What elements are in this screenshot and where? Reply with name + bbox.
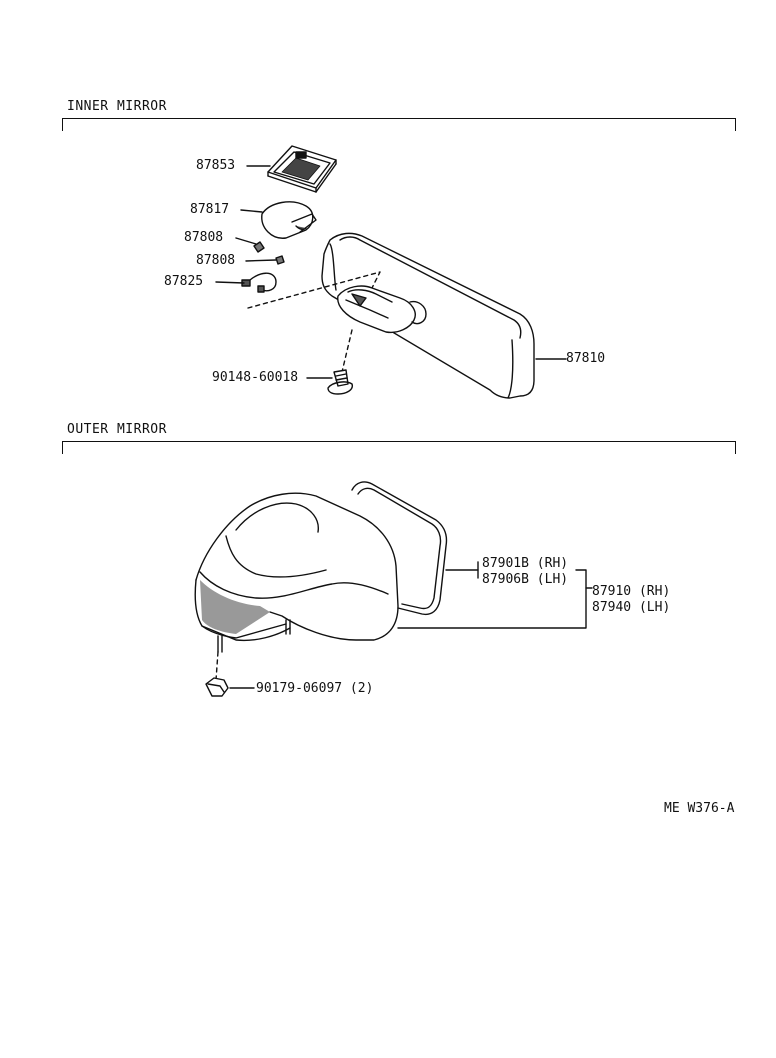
label-87817: 87817 — [190, 202, 230, 217]
label-90148: 90148-60018 — [212, 370, 299, 385]
label-87910: 87910 (RH) — [592, 584, 671, 599]
leader-87910-line — [397, 587, 587, 629]
leader-87808-a — [235, 237, 257, 245]
bolt-dashed-line — [341, 329, 353, 373]
label-87810: 87810 — [566, 351, 606, 366]
part-87825-wire-shape — [241, 272, 277, 293]
leader-87910-bracket — [575, 569, 593, 589]
label-87906b: 87906B (LH) — [482, 572, 569, 587]
outer-mirror-bracket — [62, 441, 736, 454]
part-outer-mirror-housing-shape — [194, 481, 448, 653]
label-87901b: 87901B (RH) — [482, 556, 569, 571]
label-87940: 87940 (LH) — [592, 600, 671, 615]
inner-mirror-bracket — [62, 118, 736, 131]
label-87853: 87853 — [196, 158, 236, 173]
part-90179-nut-shape — [205, 677, 229, 697]
part-87808-clip-upper-shape — [253, 241, 265, 253]
outer-mirror-title: OUTER MIRROR — [67, 422, 167, 437]
part-87810-inner-mirror-shape — [321, 232, 535, 399]
mount-dashed-outline — [247, 271, 381, 309]
diagram-reference-code: ME W376-A — [664, 801, 735, 816]
label-87825: 87825 — [164, 274, 204, 289]
label-87808-b: 87808 — [196, 253, 236, 268]
inner-mirror-title: INNER MIRROR — [67, 99, 167, 114]
leader-87817 — [240, 209, 263, 213]
part-90148-bolt-shape — [327, 369, 353, 395]
label-87808-a: 87808 — [184, 230, 224, 245]
label-90179: 90179-06097 (2) — [256, 681, 374, 696]
part-87817-base-shape — [261, 201, 317, 239]
part-87853-cover-shape — [267, 145, 337, 193]
part-87808-clip-lower-shape — [275, 255, 285, 265]
nut-dashed-line — [215, 651, 219, 681]
leader-87825 — [215, 281, 245, 284]
leader-87808-b — [245, 259, 277, 262]
